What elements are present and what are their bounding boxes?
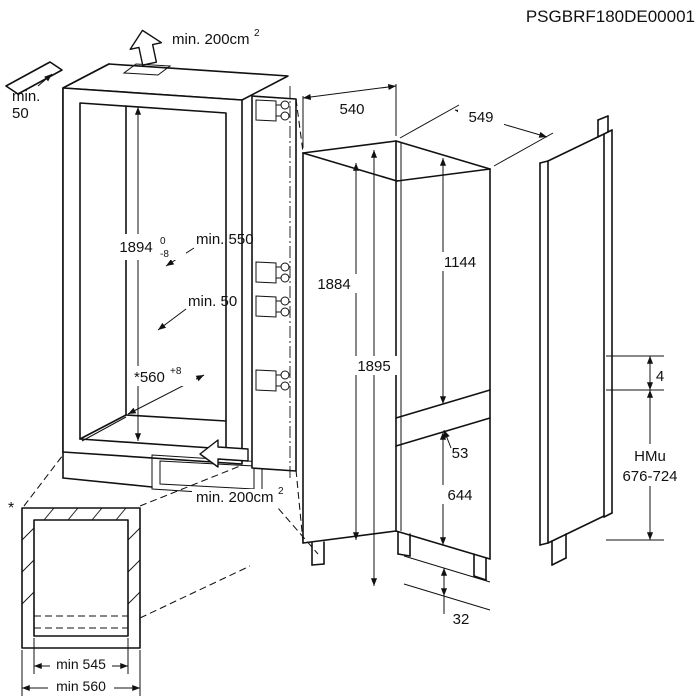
side-wall-strip [5,61,63,95]
niche-height-tol-lower-label: -8 [160,249,169,260]
door-gap-label: 53 [452,445,469,462]
side-panel-drawing [539,115,613,566]
panel-top-bracket [597,115,609,138]
min-inner-depth-label: min. 550 [196,231,254,248]
plan-view-drawing [21,507,141,649]
panel-top-gap-label: 4 [656,368,664,385]
lower-door-height-label: 644 [447,487,472,504]
niche-opening [79,102,227,450]
appliance-width-label: 540 [339,101,364,118]
upper-door-height-label: 1144 [444,254,476,271]
airflow-top-arrow-icon [129,29,163,66]
airflow-bottom-arrow-icon [199,439,249,468]
total-height-label: 1895 [357,358,390,375]
hmu-label: HMu [634,448,666,465]
bottom-vent-sup: 2 [278,486,284,497]
top-vent-sup: 2 [254,28,260,39]
hinge-icon [255,99,290,122]
label-backgrounds [48,108,684,694]
side-gap-label-1: min. [12,88,40,105]
front-height-label: 1884 [317,276,350,293]
appliance-drawing [302,140,491,581]
plan-min-inner-width-label: min 545 [56,656,106,672]
niche-inner-height-label: 1894 [119,239,152,256]
wall-hatching [21,507,141,605]
appliance-depth-label: 549 [468,109,493,126]
appliance-feet [311,531,487,581]
base-height-label: 32 [453,611,470,628]
min-rear-gap-label: min. 50 [188,293,237,310]
niche-depth-tol-label: +8 [170,366,182,377]
niche-drawing [5,61,289,497]
hinge-icon [255,369,290,392]
top-vent-slot [122,63,172,76]
niche-height-tol-upper-label: 0 [160,236,166,247]
panel-foot [551,533,567,566]
model-code-label: PSGBRF180DE00001 [526,7,695,26]
bottom-vent-recess-inner [159,460,255,490]
niche-depth-label: *560 [134,369,165,386]
hmu-range-label: 676-724 [622,468,677,485]
hinge-icon [255,295,290,318]
side-gap-label-2: 50 [12,105,29,122]
hinge-rail [251,86,297,480]
plan-min-outer-width-label: min 560 [56,678,106,694]
top-vent-label: min. 200cm [172,31,250,48]
plan-footnote-label: * [8,500,14,517]
hinge-icon [255,261,290,284]
bottom-vent-label: min. 200cm [196,489,274,506]
